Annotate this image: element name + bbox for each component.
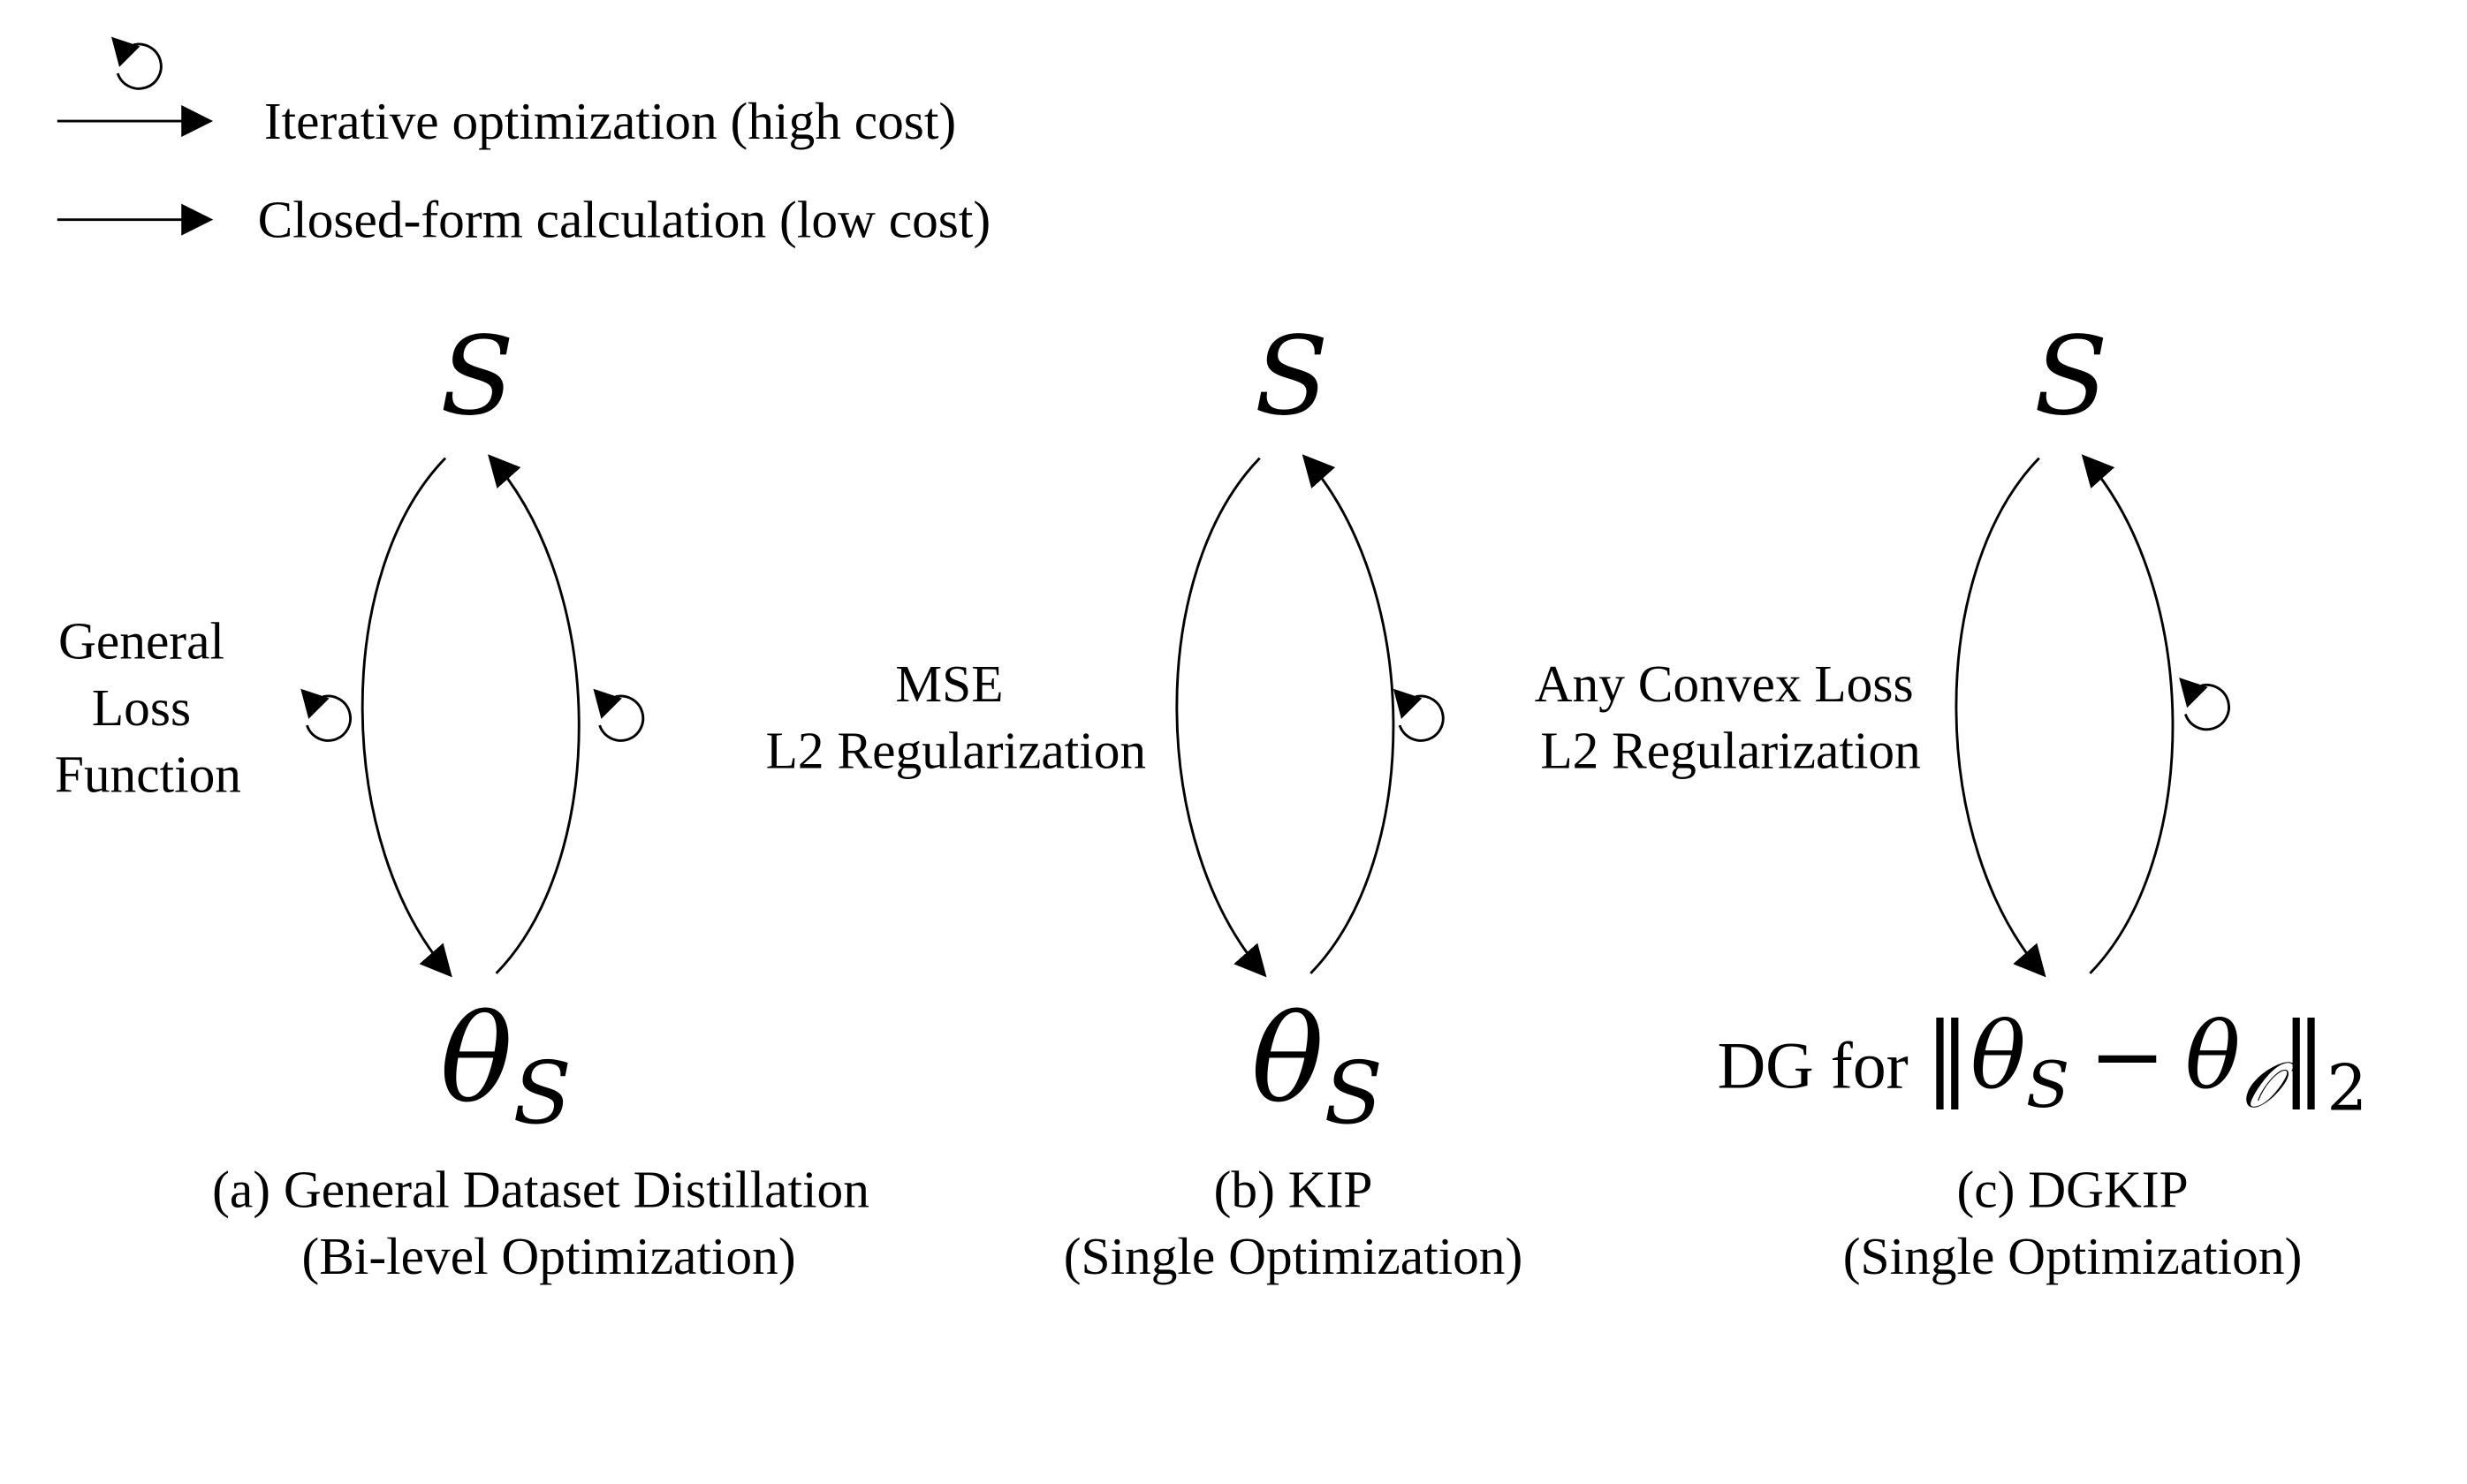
loop-arrow-icon bbox=[2177, 676, 2230, 731]
caption-line-2: (Single Optimization) bbox=[1843, 1227, 2303, 1285]
edge-theta-to-s bbox=[1302, 454, 1395, 974]
loop-arrow-icon bbox=[299, 687, 352, 742]
edge-s-to-theta bbox=[361, 457, 452, 978]
caption-line-2: (Bi-level Optimization) bbox=[301, 1227, 795, 1285]
node-s: S bbox=[2034, 313, 2108, 439]
side-label: MSE L2 Regularization bbox=[766, 655, 1146, 780]
caption-line-1: (c) DGKIP bbox=[1956, 1161, 2188, 1219]
loop-arrow-icon bbox=[110, 35, 163, 90]
panel-c: S Any Convex Loss L2 Regularization DG f… bbox=[1535, 313, 2367, 1285]
edge-theta-to-s bbox=[488, 454, 581, 974]
panel-b: S MSE L2 Regularization θS (b) KIP (Sing… bbox=[766, 313, 1523, 1285]
node-theta-s: θS bbox=[1251, 989, 1383, 1143]
loop-arrow-icon bbox=[592, 687, 645, 742]
caption-line-2: (Single Optimization) bbox=[1064, 1227, 1523, 1285]
edge-s-to-theta bbox=[1955, 457, 2046, 978]
caption-line-1: (b) KIP bbox=[1214, 1161, 1373, 1219]
node-s: S bbox=[1255, 313, 1329, 439]
legend: Iterative optimization (high cost) Close… bbox=[57, 35, 991, 248]
side-label: Any Convex Loss L2 Regularization bbox=[1535, 655, 1927, 780]
caption-line-1: (a) General Dataset Distillation bbox=[212, 1161, 869, 1219]
node-theta-s: θS bbox=[440, 989, 572, 1143]
loop-arrow-icon bbox=[1392, 687, 1445, 742]
legend-iterative-label: Iterative optimization (high cost) bbox=[264, 92, 956, 150]
node-dg-norm: DG for‖θS−θ𝒪‖2 bbox=[1718, 1003, 2368, 1125]
edge-s-to-theta bbox=[1175, 457, 1267, 978]
legend-closed-form: Closed-form calculation (low cost) bbox=[57, 190, 991, 248]
side-label: General Loss Function bbox=[55, 611, 241, 803]
legend-closed-form-label: Closed-form calculation (low cost) bbox=[258, 190, 991, 248]
legend-iterative: Iterative optimization (high cost) bbox=[57, 35, 956, 150]
node-s: S bbox=[440, 313, 514, 439]
panel-a: S General Loss Function θS (a) General D… bbox=[55, 313, 869, 1285]
edge-theta-to-s bbox=[2081, 454, 2175, 974]
